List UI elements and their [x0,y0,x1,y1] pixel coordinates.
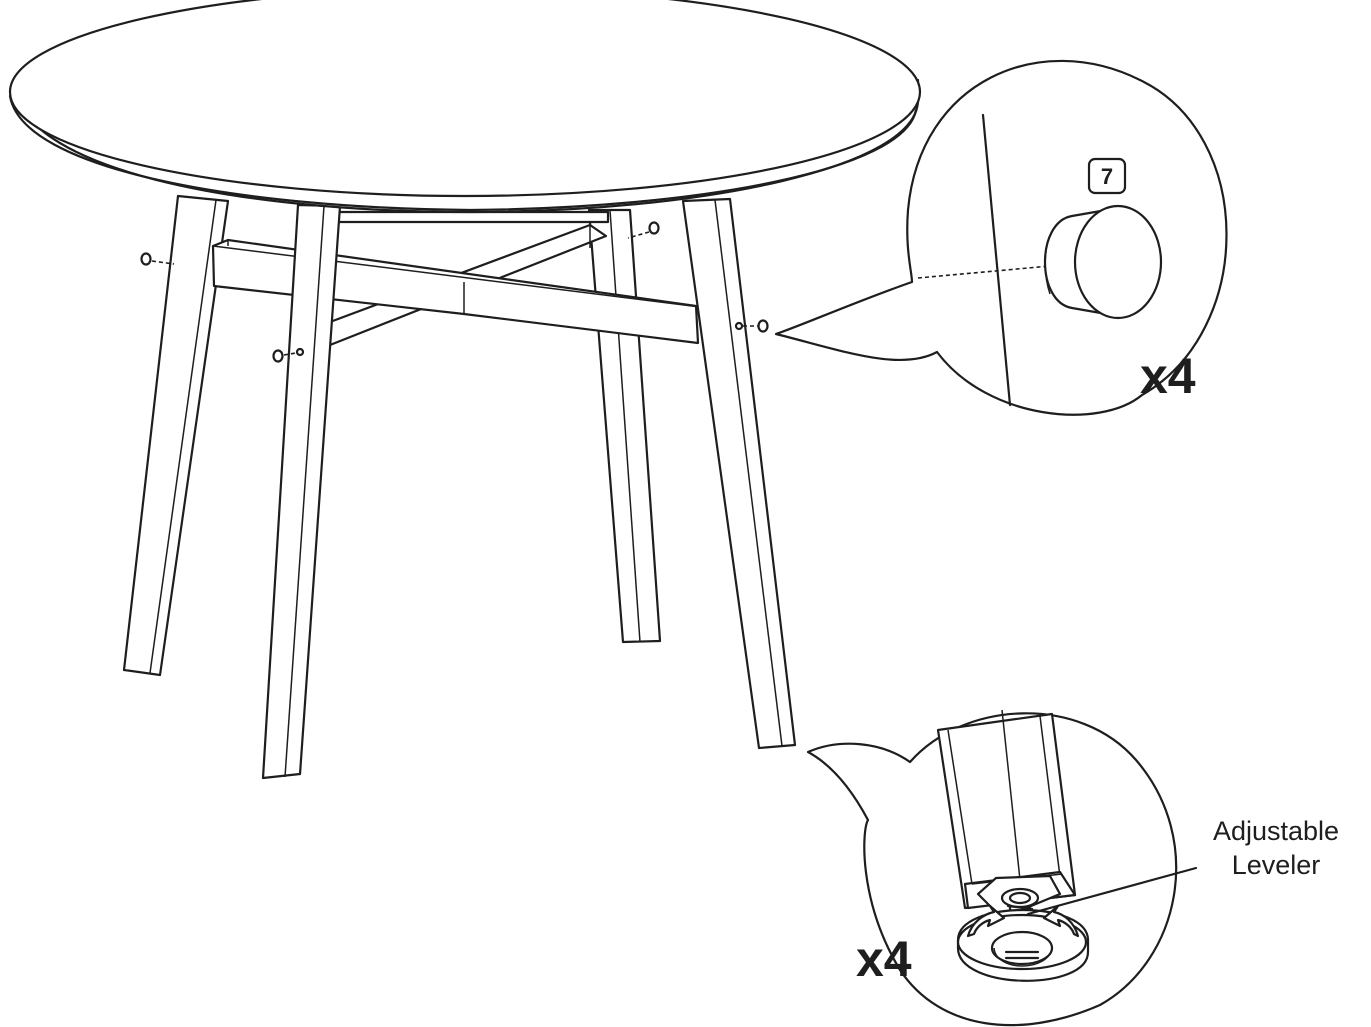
dowel-location-back-right [627,221,660,239]
leveler-detail-callout: Adjustable Leveler x4 [806,709,1339,1027]
quantity-leveler: x4 [856,931,912,987]
leveler-icon [956,874,1090,982]
rotation-arrow-icon [966,904,1080,938]
leveler-label-line2: Leveler [1232,850,1321,880]
table-leg-back-left [122,194,230,677]
table-leg-back-right [587,208,662,644]
leveler-leader-line [1026,866,1198,916]
wood-dowel-icon [1044,204,1163,320]
dowel-location-front-left [272,347,305,363]
dowel-detail-callout: 7 x4 [774,59,1228,416]
table-illustration [8,0,921,780]
dowel-location-front-right [734,319,769,333]
table-top [8,0,921,214]
quantity-dowel: x4 [1140,348,1196,404]
part-number: 7 [1101,164,1113,189]
dowel-location-back-left [140,252,175,266]
leveler-label-line1: Adjustable [1213,816,1339,846]
table-leg-front-right [681,197,797,750]
table-apron-rear [328,210,610,224]
part-number-badge: 7 [1087,157,1127,195]
